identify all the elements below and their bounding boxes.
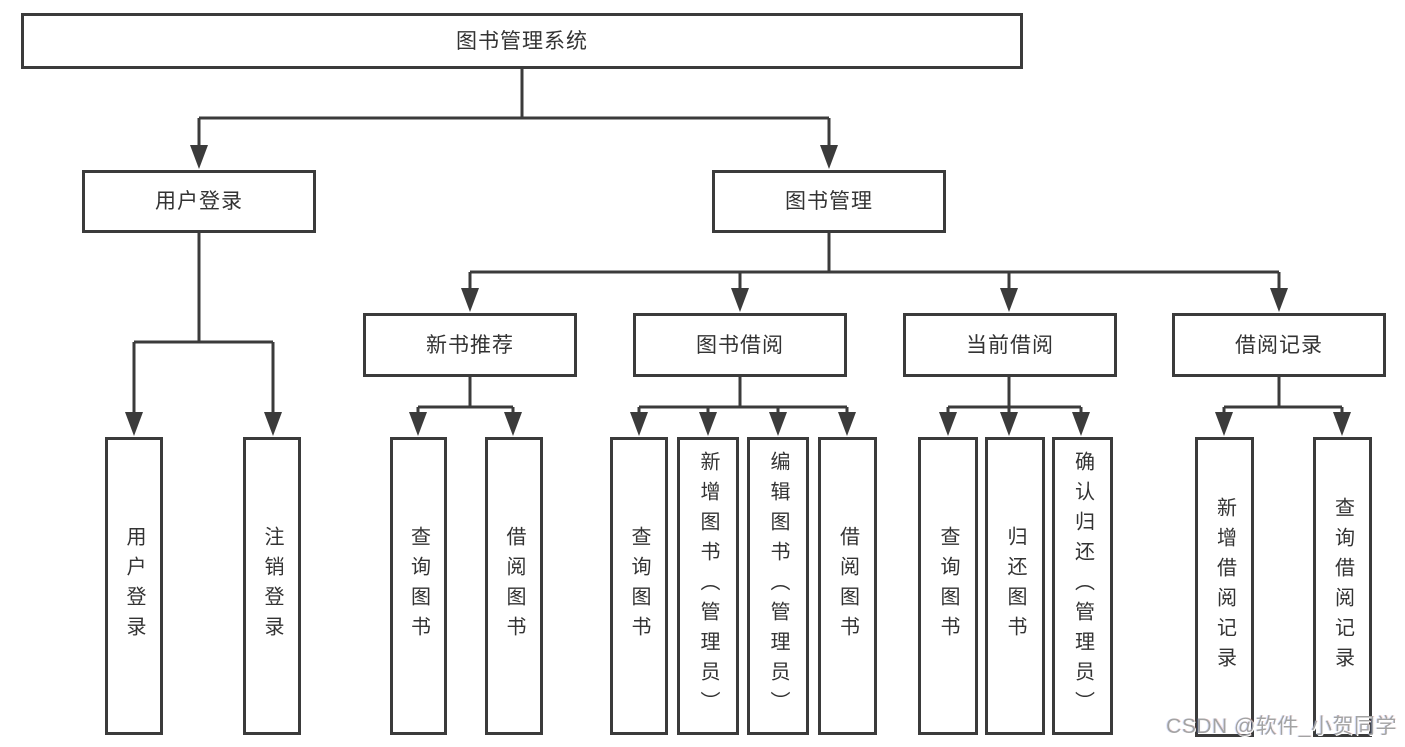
leaf-query-books-recommend: 查询图书 xyxy=(390,437,447,735)
leaf-edit-books-admin: 编辑图书（管理员） xyxy=(747,437,809,735)
node-borrowing-records: 借阅记录 xyxy=(1172,313,1386,377)
leaf-query-books-current: 查询图书 xyxy=(918,437,978,735)
node-label: 编辑图书（管理员） xyxy=(767,451,789,721)
node-label: 新增借阅记录 xyxy=(1213,497,1236,677)
node-book-borrowing: 图书借阅 xyxy=(633,313,847,377)
node-current-borrowing: 当前借阅 xyxy=(903,313,1117,377)
leaf-return-books: 归还图书 xyxy=(985,437,1045,735)
node-label: 图书借阅 xyxy=(696,333,784,357)
node-label: 新增图书（管理员） xyxy=(697,451,719,721)
node-book-management: 图书管理 xyxy=(712,170,946,233)
node-label: 当前借阅 xyxy=(966,333,1054,357)
node-label: 用户登录 xyxy=(123,526,145,646)
leaf-add-borrow-record: 新增借阅记录 xyxy=(1195,437,1254,737)
leaf-user-login: 用户登录 xyxy=(105,437,163,735)
node-label: 确认归还（管理员） xyxy=(1071,451,1094,721)
node-label: 归还图书 xyxy=(1004,526,1026,646)
node-library-management-system: 图书管理系统 xyxy=(21,13,1023,69)
node-user-login: 用户登录 xyxy=(82,170,316,233)
leaf-logout: 注销登录 xyxy=(243,437,301,735)
node-label: 查询图书 xyxy=(937,526,959,646)
node-label: 图书管理系统 xyxy=(456,29,588,53)
arrowheads xyxy=(125,145,1351,436)
leaf-query-borrow-record: 查询借阅记录 xyxy=(1313,437,1372,737)
node-new-book-recommendation: 新书推荐 xyxy=(363,313,577,377)
leaf-borrow-books: 借阅图书 xyxy=(818,437,877,735)
node-label: 图书管理 xyxy=(785,190,873,213)
leaf-borrow-books-recommend: 借阅图书 xyxy=(485,437,543,735)
node-label: 查询图书 xyxy=(628,526,650,646)
node-label: 注销登录 xyxy=(261,526,283,646)
watermark: CSDN @软件_小贺同学 xyxy=(1166,715,1397,738)
node-label: 借阅记录 xyxy=(1235,333,1323,357)
node-label: 查询借阅记录 xyxy=(1331,497,1354,677)
node-label: 新书推荐 xyxy=(426,333,514,357)
leaf-query-books: 查询图书 xyxy=(610,437,668,735)
node-label: 借阅图书 xyxy=(836,526,859,646)
node-label: 借阅图书 xyxy=(503,526,525,646)
node-label: 查询图书 xyxy=(407,526,430,646)
leaf-add-books-admin: 新增图书（管理员） xyxy=(677,437,739,735)
node-label: 用户登录 xyxy=(155,190,243,213)
leaf-confirm-return-admin: 确认归还（管理员） xyxy=(1052,437,1113,735)
